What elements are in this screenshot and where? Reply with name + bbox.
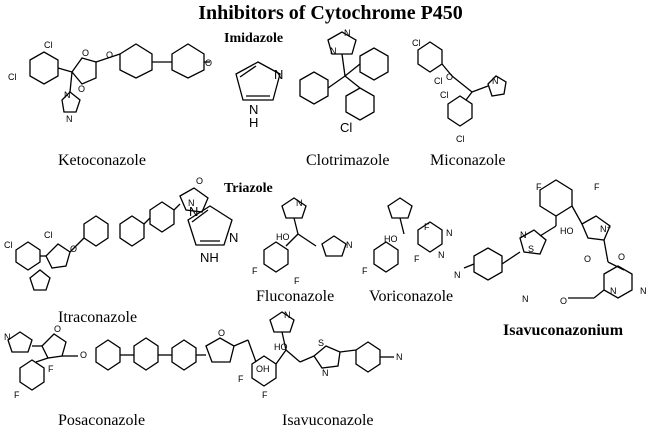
isavuconazonium-structure: F F HO S N N N⁺ O O N N N O bbox=[454, 179, 647, 306]
isav-s: S bbox=[318, 338, 324, 348]
label-voriconazole: Voriconazole bbox=[369, 288, 454, 305]
mico-o: O bbox=[446, 72, 453, 82]
isavon-f2: F bbox=[594, 182, 600, 192]
label-clotrimazole: Clotrimazole bbox=[306, 152, 390, 169]
keto-cl1: Cl bbox=[8, 72, 17, 82]
keto-o4: O bbox=[205, 58, 212, 68]
clotrimazole-structure: N N Cl bbox=[299, 28, 389, 135]
isavon-n1: N bbox=[520, 230, 527, 240]
vori-n2: N bbox=[438, 250, 445, 260]
posa-o1: O bbox=[54, 324, 61, 334]
fluc-n: N bbox=[296, 198, 303, 208]
isavon-n4: N bbox=[640, 286, 647, 296]
isavon-o1: O bbox=[618, 252, 625, 262]
mico-cl4: Cl bbox=[456, 134, 465, 144]
vori-n: N bbox=[446, 228, 453, 238]
fluconazole-structure: HO F F N N bbox=[252, 197, 353, 286]
imidazole-h: H bbox=[249, 115, 258, 130]
keto-n-imid: N bbox=[64, 90, 71, 100]
itra-o2: O bbox=[196, 176, 203, 186]
posa-f1: F bbox=[14, 390, 20, 400]
isavon-f1: F bbox=[536, 182, 542, 192]
mico-cl3: Cl bbox=[440, 90, 449, 100]
posa-o2: O bbox=[80, 350, 87, 360]
isavon-nplus: N⁺ bbox=[600, 224, 611, 234]
voriconazole-structure: HO F F F N N bbox=[362, 197, 453, 276]
section-triazole: Triazole bbox=[224, 181, 273, 196]
ketoconazole-structure: Cl Cl O O O O N N bbox=[8, 40, 212, 124]
fluc-ho: HO bbox=[276, 232, 290, 242]
keto-n-imid2: N bbox=[66, 114, 73, 124]
vori-f1: F bbox=[362, 266, 368, 276]
vori-f2: F bbox=[414, 254, 420, 264]
isav-f1: F bbox=[238, 374, 244, 384]
isav-f2: F bbox=[262, 390, 268, 400]
mico-n: N bbox=[492, 76, 499, 86]
isav-n1: N bbox=[322, 368, 329, 378]
posa-oh: OH bbox=[256, 364, 270, 374]
vori-f3: F bbox=[424, 222, 430, 232]
itraconazole-structure: Cl Cl O N O bbox=[4, 176, 209, 291]
isavon-s: S bbox=[528, 244, 534, 254]
isavon-n2: N bbox=[454, 270, 461, 280]
mico-cl2: Cl bbox=[434, 76, 443, 86]
isavon-o3: O bbox=[560, 296, 567, 306]
itra-n: N bbox=[188, 198, 195, 208]
label-posaconazole: Posaconazole bbox=[58, 412, 146, 429]
label-fluconazole: Fluconazole bbox=[256, 288, 335, 305]
posa-f2: F bbox=[48, 364, 54, 374]
isav-n2: N bbox=[396, 352, 403, 362]
keto-o3: O bbox=[106, 50, 113, 60]
label-isavuconazonium: Isavuconazonium bbox=[503, 322, 624, 339]
itra-o: O bbox=[70, 244, 77, 254]
label-isavuconazole: Isavuconazole bbox=[282, 412, 374, 429]
itra-cl2: Cl bbox=[44, 230, 53, 240]
fluc-f2: F bbox=[294, 276, 300, 286]
imidazole-structure: N N H bbox=[235, 61, 283, 130]
isav-n3: N bbox=[284, 310, 291, 320]
clotri-cl: Cl bbox=[340, 120, 352, 135]
isavon-n5: N bbox=[522, 294, 529, 304]
isavon-o2: O bbox=[584, 254, 591, 264]
triazole-nh: NH bbox=[200, 250, 219, 265]
clotri-n: N bbox=[330, 46, 337, 56]
fluc-n2: N bbox=[346, 240, 353, 250]
clotri-n2: N bbox=[344, 28, 351, 38]
section-imidazole: Imidazole bbox=[224, 31, 284, 46]
label-miconazole: Miconazole bbox=[430, 152, 506, 169]
isavon-ho: HO bbox=[560, 226, 574, 236]
vori-ho: HO bbox=[384, 234, 398, 244]
posaconazole-structure: N O O F F O OH bbox=[4, 324, 270, 400]
itra-cl1: Cl bbox=[4, 240, 13, 250]
triazole-n2: N bbox=[229, 230, 238, 245]
mico-cl1: Cl bbox=[412, 38, 421, 48]
page-title: Inhibitors of Cytochrome P450 bbox=[198, 2, 463, 24]
isavuconazole-structure: HO F F S N N N bbox=[238, 310, 403, 400]
imidazole-n: N bbox=[274, 67, 283, 82]
isav-ho: HO bbox=[274, 342, 288, 352]
miconazole-structure: Cl Cl O Cl Cl N bbox=[412, 38, 507, 144]
keto-o1: O bbox=[82, 48, 89, 58]
isavon-n3: N bbox=[610, 286, 617, 296]
posa-o3: O bbox=[218, 328, 225, 338]
fluc-f1: F bbox=[252, 266, 258, 276]
keto-o2: O bbox=[78, 84, 85, 94]
keto-cl2: Cl bbox=[44, 40, 53, 50]
triazole-structure: N N NH bbox=[187, 204, 238, 265]
posa-n: N bbox=[4, 332, 11, 342]
label-ketoconazole: Ketoconazole bbox=[58, 152, 146, 169]
label-itraconazole: Itraconazole bbox=[58, 309, 138, 326]
imidazole-n-lower: N bbox=[249, 102, 258, 117]
